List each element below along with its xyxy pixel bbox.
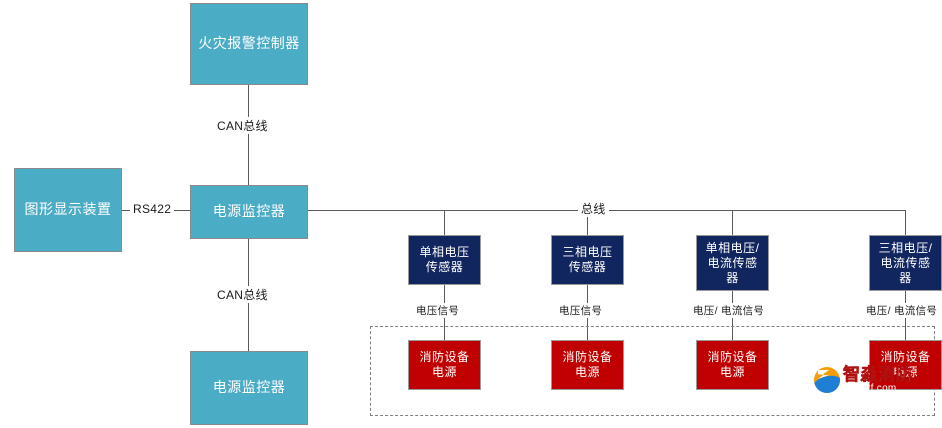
node-equipment-power-3[interactable]: 消防设备 电源: [696, 340, 769, 390]
node-equipment-power-2[interactable]: 消防设备 电源: [551, 340, 624, 390]
connector-bus-drop-4: [905, 210, 906, 235]
node-equipment-power-4[interactable]: 消防设备 电源: [869, 340, 942, 390]
edge-label-signal-1: 电压信号: [413, 303, 463, 318]
node-fire-alarm-controller[interactable]: 火灾报警控制器: [190, 3, 308, 85]
node-power-monitor-sub[interactable]: 电源监控器: [190, 351, 308, 425]
node-sensor-single-phase-voltage[interactable]: 单相电压 传感器: [408, 235, 481, 285]
edge-label-rs422: RS422: [130, 202, 175, 216]
node-sensor-single-phase-voltage-current[interactable]: 单相电压/ 电流传感 器: [696, 235, 769, 291]
edge-label-signal-3: 电压/ 电流信号: [690, 303, 768, 318]
connector-bus-drop-2: [587, 210, 588, 235]
edge-label-can-bus-bottom: CAN总线: [214, 286, 271, 303]
node-equipment-power-1[interactable]: 消防设备 电源: [408, 340, 481, 390]
node-sensor-three-phase-voltage-current[interactable]: 三相电压/ 电流传感 器: [869, 235, 942, 291]
edge-label-main-bus: 总线: [578, 200, 609, 217]
edge-label-signal-2: 电压信号: [556, 303, 606, 318]
connector-bus-drop-1: [444, 210, 445, 235]
connector-bus-drop-3: [732, 210, 733, 235]
node-graphic-display[interactable]: 图形显示装置: [14, 168, 122, 252]
edge-label-can-bus-top: CAN总线: [214, 117, 271, 134]
edge-label-signal-4: 电压/ 电流信号: [863, 303, 941, 318]
node-power-monitor-main[interactable]: 电源监控器: [190, 185, 308, 239]
node-sensor-three-phase-voltage[interactable]: 三相电压 传感器: [551, 235, 624, 285]
connector-fire-alarm-to-monitor: [248, 85, 249, 185]
